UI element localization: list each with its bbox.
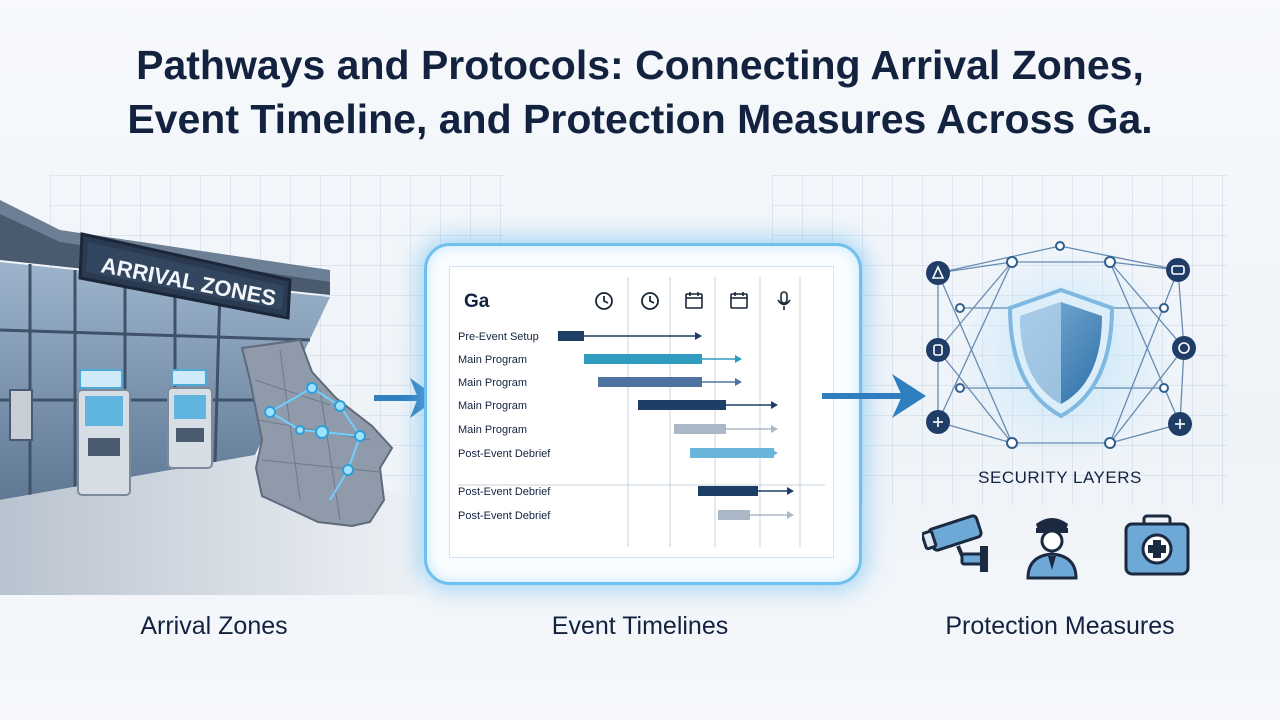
gantt-arrow-head [771, 401, 778, 409]
gantt-chart: Ga [449, 266, 834, 558]
arrival-zones-illustration: ARRIVAL ZONES [0, 200, 420, 595]
gantt-arrow-head [771, 449, 778, 457]
gantt-row-label: Main Program [458, 424, 527, 436]
microphone-icon [777, 291, 791, 310]
security-network-illustration [900, 238, 1220, 468]
gantt-bar [558, 331, 584, 341]
calendar-icon [685, 292, 703, 309]
kiosk-right [167, 369, 213, 469]
security-guard-icon [1026, 518, 1078, 580]
gantt-arrow-head [735, 378, 742, 386]
gantt-arrow-head [787, 487, 794, 495]
security-layers-label: SECURITY LAYERS [978, 468, 1142, 487]
gantt-bar [718, 510, 750, 520]
network-node-icons [926, 258, 1196, 436]
gantt-row-label: Post-Event Debrief [458, 510, 551, 522]
clock-icon [595, 292, 613, 310]
clock-icon [641, 292, 659, 310]
gantt-bar [598, 377, 702, 387]
gantt-arrow-head [735, 355, 742, 363]
kiosk-left [77, 369, 131, 496]
gantt-row-label: Pre-Event Setup [458, 331, 539, 343]
gantt-bar [690, 448, 774, 458]
title-line-1: Pathways and Protocols: Connecting Arriv… [136, 42, 1144, 88]
gantt-bar [698, 486, 758, 496]
protection-measures-label: Protection Measures [945, 612, 1175, 640]
calendar-icon [730, 292, 748, 309]
gantt-arrow-head [695, 332, 702, 340]
page-title: Pathways and Protocols: Connecting Arriv… [60, 38, 1220, 146]
gantt-row-label: Post-Event Debrief [458, 486, 551, 498]
gantt-row-label: Post-Event Debrief [458, 448, 551, 460]
security-camera-icon [922, 514, 988, 572]
title-line-2: Event Timeline, and Protection Measures … [127, 96, 1153, 142]
gantt-arrow-head [771, 425, 778, 433]
flow-arrow-right-icon [822, 374, 926, 418]
gantt-bar [584, 354, 702, 364]
security-shield-icon [1007, 287, 1115, 419]
chart-title: Ga [464, 291, 490, 312]
gantt-row-label: Main Program [458, 400, 527, 412]
gantt-row-label: Main Program [458, 377, 527, 389]
georgia-map-icon [240, 338, 394, 528]
gantt-arrow-head [787, 511, 794, 519]
first-aid-kit-icon [1124, 514, 1190, 576]
event-timeline-card: Ga [424, 243, 862, 585]
event-timelines-label: Event Timelines [551, 612, 729, 640]
gantt-row-label: Main Program [458, 354, 527, 366]
gantt-bar [638, 400, 726, 410]
gantt-bar [674, 424, 726, 434]
arrival-zones-label: Arrival Zones [140, 612, 288, 640]
